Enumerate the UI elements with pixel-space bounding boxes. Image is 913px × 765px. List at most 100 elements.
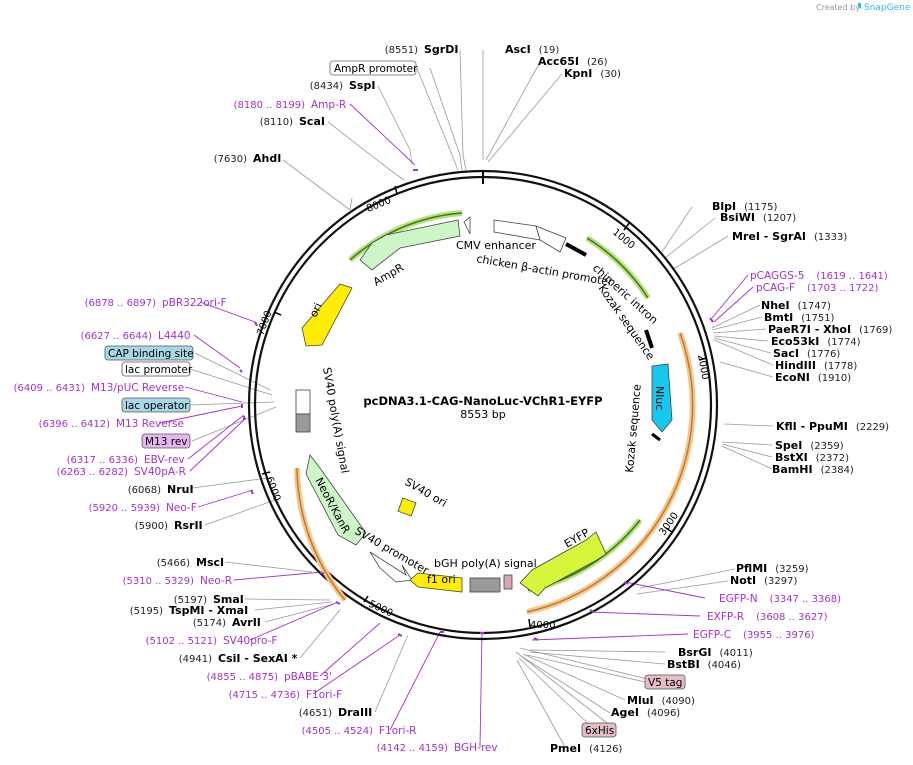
enzyme-site-kfli[interactable]: KflI - PpuMI(2229): [776, 420, 889, 433]
enzyme-position: (5900): [135, 521, 168, 532]
enzyme-site-bsiwi[interactable]: BsiWI(1207): [720, 211, 796, 224]
primer-site-egfpc[interactable]: EGFP-C(3955 .. 3976): [693, 629, 815, 641]
ori-feature[interactable]: [301, 283, 353, 347]
primer-site-egfpn[interactable]: EGFP-N(3347 .. 3368): [719, 593, 841, 605]
enzyme-position: (8551): [385, 45, 418, 56]
nluc-feature[interactable]: [651, 363, 673, 433]
enzyme-site-blpi[interactable]: BlpI(1175): [712, 200, 777, 213]
enzyme-site-noti[interactable]: NotI(3297): [730, 574, 797, 587]
primer-name: M13 Reverse: [116, 418, 184, 430]
primer-leader-lines: [159, 103, 754, 748]
enzyme-name: ScaI: [299, 115, 325, 128]
enzyme-site-draiii[interactable]: DraIII(4651): [299, 706, 373, 719]
primer-site-m13puc[interactable]: M13/pUC Reverse(6409 .. 6431): [14, 382, 185, 394]
chimeric-intron-arc: [586, 237, 649, 299]
enzyme-name: CsiI - SexAI *: [218, 652, 298, 665]
enzyme-site-pflmi[interactable]: PflMI(3259): [736, 562, 809, 575]
primer-position: (4142 .. 4159): [377, 743, 449, 754]
enzyme-site-msci[interactable]: MscI(5466): [157, 556, 224, 569]
primer-site-neof[interactable]: Neo-F(5920 .. 5939): [89, 502, 197, 514]
enzyme-site-spei[interactable]: SpeI(2359): [775, 439, 844, 452]
enzyme-site-agei[interactable]: AgeI(4096): [611, 706, 680, 719]
enzyme-name: MluI: [627, 694, 654, 707]
lac-region-feature[interactable]: [295, 389, 311, 415]
enzyme-site-csii[interactable]: CsiI - SexAI *(4941): [179, 652, 298, 665]
enzyme-site-nhei[interactable]: NheI(1747): [761, 299, 831, 312]
enzyme-name: SpeI: [775, 439, 802, 452]
enzyme-site-tspmi[interactable]: TspMI - XmaI(5195): [130, 604, 248, 617]
enzyme-position: (5466): [157, 558, 190, 569]
enzyme-site-mlui[interactable]: MluI(4090): [627, 694, 695, 707]
primer-position: (8180 .. 8199): [234, 100, 306, 111]
enzyme-site-sgrdi[interactable]: SgrDI(8551): [385, 43, 459, 56]
enzyme-site-econi[interactable]: EcoNI(1910): [775, 371, 851, 384]
enzyme-name: SacI: [773, 347, 799, 360]
boxed-label-6xhis[interactable]: 6xHis: [581, 722, 617, 738]
primer-site-sv40prof[interactable]: SV40pro-F(5102 .. 5121): [146, 635, 278, 647]
enzyme-site-eco53ki[interactable]: Eco53kI(1774): [771, 335, 861, 348]
credit-prefix: Created by: [816, 3, 860, 12]
enzyme-name: BstXI: [775, 451, 808, 464]
enzyme-site-bstxi[interactable]: BstXI(2372): [775, 451, 849, 464]
enzyme-site-smai[interactable]: SmaI(5197): [174, 593, 244, 606]
primer-site-bghrev[interactable]: BGH-rev(4142 .. 4159): [377, 742, 498, 754]
primer-site-ebvrev[interactable]: EBV-rev(6317 .. 6336): [67, 454, 185, 466]
sv40-polya-feature[interactable]: [295, 413, 311, 433]
boxed-label-ampr-promoter[interactable]: AmpR promoter: [329, 60, 418, 76]
enzyme-site-hindiii[interactable]: HindIII(1778): [775, 359, 857, 372]
ampr-feature[interactable]: [359, 219, 461, 271]
primer-position: (5102 .. 5121): [146, 636, 218, 647]
enzyme-site-kpni[interactable]: KpnI(30): [564, 67, 621, 80]
primer-site-pbabe[interactable]: pBABE 3'(4855 .. 4875): [207, 671, 332, 683]
boxed-label-lac-promoter[interactable]: lac promoter: [121, 361, 193, 377]
primer-name: EGFP-C: [693, 629, 731, 641]
primer-site-ampr[interactable]: Amp-R(8180 .. 8199): [234, 99, 347, 111]
enzyme-site-rsrii[interactable]: RsrII(5900): [135, 519, 203, 532]
neor-kanr-feature[interactable]: [305, 454, 367, 546]
primer-position: (6878 .. 6897): [85, 298, 157, 309]
enzyme-site-nrui[interactable]: NruI(6068): [128, 483, 194, 496]
enzyme-site-ahdi[interactable]: AhdI(7630): [214, 152, 282, 165]
cmv-enhancer-feature[interactable]: [493, 219, 541, 241]
v5-his-feature[interactable]: [503, 574, 513, 590]
enzyme-site-asci[interactable]: AscI(19): [505, 43, 559, 56]
enzyme-name: MreI - SgrAI: [732, 230, 806, 243]
primer-site-m13rev[interactable]: M13 Reverse(6396 .. 6412): [39, 418, 184, 430]
enzyme-site-pmei[interactable]: PmeI(4126): [550, 742, 622, 755]
enzyme-site-saci[interactable]: SacI (1776): [773, 347, 840, 360]
enzyme-site-sspi[interactable]: SspI(8434): [310, 79, 376, 92]
enzyme-site-paer7i[interactable]: PaeR7I - XhoI(1769): [768, 323, 892, 336]
enzyme-site-scai[interactable]: ScaI(8110): [260, 115, 325, 128]
bgh-polya-feature[interactable]: [469, 577, 501, 593]
primer-site-egfpr[interactable]: EXFP-R(3608 .. 3627): [707, 611, 828, 623]
enzyme-name: NotI: [730, 574, 756, 587]
tick-6000: 6000: [263, 475, 282, 503]
cba-promoter-feature[interactable]: [535, 225, 567, 253]
ampr-promoter-feature[interactable]: [463, 216, 471, 235]
primer-site-pbr322[interactable]: pBR322ori-F(6878 .. 6897): [85, 297, 227, 309]
boxed-label-lac-operator[interactable]: lac operator: [121, 397, 191, 413]
boxed-label-v5-tag[interactable]: V5 tag: [644, 674, 686, 690]
primer-position: (5920 .. 5939): [89, 503, 161, 514]
enzyme-site-acc65i[interactable]: Acc65I(26): [538, 55, 608, 68]
enzyme-site-avrii[interactable]: AvrII(5174): [193, 616, 261, 629]
enzyme-site-bmti[interactable]: BmtI(1751): [764, 311, 835, 324]
primer-site-f1orir[interactable]: F1ori-R(4505 .. 4524): [302, 725, 417, 737]
primer-position: (3608 .. 3627): [756, 612, 828, 623]
enzyme-site-mrei[interactable]: MreI - SgrAI(1333): [732, 230, 847, 243]
enzyme-site-bamhi[interactable]: BamHI(2384): [772, 463, 854, 476]
primer-site-l4440[interactable]: L4440(6627 .. 6644): [81, 330, 191, 342]
eyfp-feature[interactable]: [519, 531, 607, 597]
boxed-label-cap-site[interactable]: CAP binding site: [104, 345, 194, 361]
boxed-label-m13-rev[interactable]: M13 rev: [141, 433, 191, 449]
primer-site-pcaggs5[interactable]: pCAGGS-5(1619 .. 1641): [750, 270, 888, 282]
sv40-ori-feature[interactable]: [397, 497, 417, 517]
primer-site-f1orif[interactable]: F1ori-F(4715 .. 4736): [229, 689, 343, 701]
primer-site-pcagf[interactable]: pCAG-F(1703 .. 1722): [756, 282, 878, 294]
enzyme-site-bstbi[interactable]: BstBI(4046): [667, 658, 741, 671]
enzyme-site-bsrgi[interactable]: BsrGI(4011): [678, 646, 753, 659]
primer-site-sv40par[interactable]: SV40pA-R(6263 .. 6282): [57, 466, 186, 478]
f1-ori-feature[interactable]: [409, 572, 463, 593]
enzyme-position: (1776): [807, 349, 840, 360]
primer-site-neor[interactable]: Neo-R(5310 .. 5329): [123, 575, 232, 587]
